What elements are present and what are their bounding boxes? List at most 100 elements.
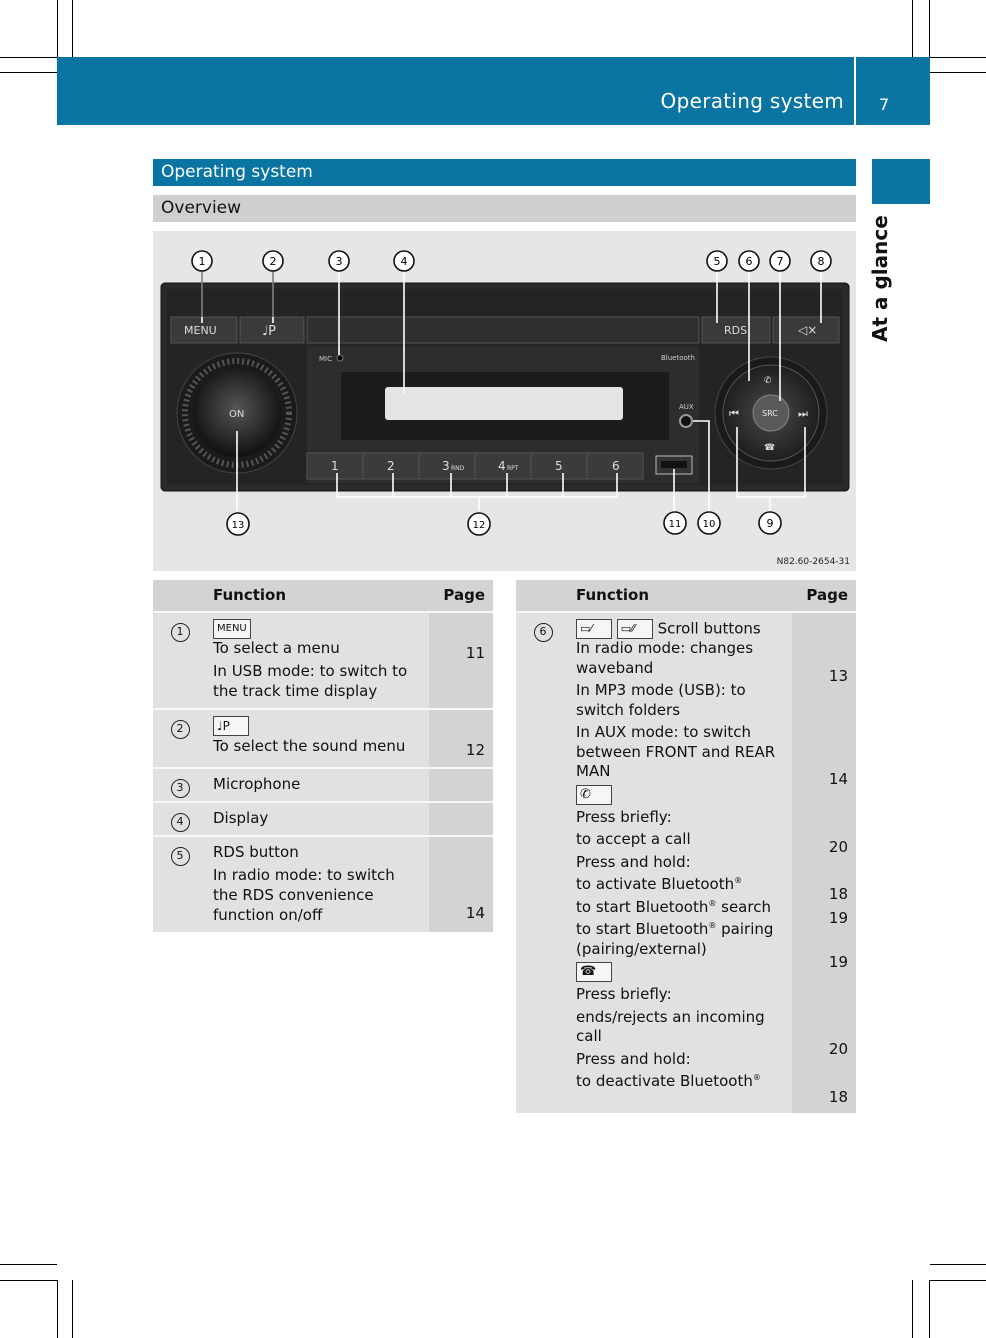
table-header: Function Page [153, 580, 493, 612]
svg-text:4: 4 [401, 255, 408, 268]
page-number: 7 [879, 95, 890, 114]
callout-5: 5 [706, 250, 728, 272]
item-number: 2 [170, 720, 190, 740]
mic-label: MIC [319, 355, 332, 363]
phone-end-key-icon: ☎ [576, 962, 612, 982]
header-function: Function [570, 580, 792, 612]
crop-mark [0, 1264, 57, 1265]
svg-text:✆: ✆ [764, 376, 772, 386]
row-text: RDS button [213, 843, 299, 862]
crop-mark [929, 0, 930, 57]
crop-mark [930, 57, 986, 58]
scroll-down-key-icon: ▭⁄⁄ [616, 619, 653, 639]
preset-5-label: 5 [555, 459, 563, 473]
crop-mark [912, 0, 913, 57]
callout-12: 12 [467, 512, 491, 536]
section-subtitle: Overview [153, 195, 856, 222]
row-text: In MP3 mode (USB): to switch folders [576, 681, 746, 719]
figure-code: N82.60-2654-31 [776, 557, 850, 567]
preset-3-rnd: RND [451, 465, 465, 472]
svg-text:2: 2 [270, 255, 277, 268]
row-text: To select a menu [213, 639, 340, 658]
crop-mark [930, 1280, 986, 1281]
svg-text:7: 7 [777, 255, 784, 268]
svg-text:3: 3 [336, 255, 343, 268]
row-text: Press and hold: [576, 1049, 691, 1068]
row-page: 20 [828, 838, 848, 856]
callout-10: 10 [697, 511, 721, 535]
callout-13: 13 [226, 512, 250, 536]
row-text: In radio mode: to switch the RDS conveni… [213, 866, 395, 924]
crop-mark [72, 1280, 73, 1338]
aux-jack [679, 414, 693, 428]
row-text: Display [213, 809, 269, 828]
item-number: 1 [170, 623, 190, 642]
registered-mark: ® [708, 898, 717, 908]
item-number: 6 [533, 623, 553, 642]
table-row: 2 ♩P To select the sound menu 12 [153, 708, 493, 769]
item-number: 5 [170, 847, 190, 867]
row-page: 11 [465, 644, 485, 662]
callout-3: 3 [328, 250, 350, 272]
preset-1-label: 1 [331, 459, 339, 473]
next-glyph: ⏭ [798, 407, 808, 420]
row-text: ends/rejects an incoming call [576, 1007, 765, 1046]
crop-mark [0, 72, 57, 73]
page-header: Operating system 7 [57, 57, 930, 125]
sound-key-icon: ♩P [213, 716, 249, 737]
callout-8: 8 [810, 250, 832, 272]
crop-mark [0, 57, 57, 58]
row-page: 19 [828, 952, 848, 971]
table-row: 4 Display [153, 801, 493, 837]
preset-2-label: 2 [387, 459, 395, 473]
menu-label: MENU [184, 324, 217, 337]
row-text: to start Bluetooth [576, 920, 709, 938]
row-page: 20 [828, 1040, 848, 1058]
menu-button-shape [170, 316, 238, 344]
function-table-right: Function Page 6 ▭⁄ ▭⁄⁄ Scroll buttons In… [516, 580, 856, 1113]
rds-label: RDS [724, 324, 747, 337]
header-page: Page [792, 580, 856, 612]
svg-text:9: 9 [767, 517, 774, 530]
side-tab-label: At a glance [868, 215, 892, 342]
header-title: Operating system [660, 89, 844, 113]
radio-illustration: MENU ♩P RDS ◁× MIC Bluetooth AUX 1 2 3 R… [160, 250, 850, 536]
svg-text:6: 6 [746, 255, 753, 268]
mute-button-shape [772, 316, 840, 344]
header-page: Page [429, 580, 493, 612]
item-number: 3 [170, 779, 190, 799]
menu-key-icon: MENU [213, 619, 251, 639]
src-button-shape [752, 394, 790, 432]
preset-4-label: 4 [498, 459, 506, 473]
callout-1: 1 [191, 250, 213, 272]
prev-glyph: ⏮ [729, 407, 739, 420]
callout-9: 9 [758, 511, 782, 535]
crop-mark [929, 1280, 930, 1338]
row-text: To select the sound menu [213, 736, 406, 755]
callout-11: 11 [663, 511, 687, 535]
svg-text:☎: ☎ [764, 443, 775, 453]
on-label: ON [229, 409, 244, 420]
row-text: to activate Bluetooth [576, 875, 735, 893]
callout-7: 7 [769, 250, 791, 272]
row-text: pairing (pairing/external) [576, 920, 774, 958]
table-row: 5 RDS button In radio mode: to switch th… [153, 835, 493, 932]
function-table-left: Function Page 1 MENU To select a menu In… [153, 580, 493, 932]
row-text: Press briefly: [576, 985, 672, 1003]
row-page: 13 [828, 667, 848, 685]
svg-text:13: 13 [232, 520, 245, 531]
svg-text:11: 11 [669, 519, 682, 530]
registered-mark: ® [708, 921, 717, 930]
row-text: Press and hold: [576, 852, 691, 871]
row-text: to deactivate Bluetooth [576, 1072, 753, 1090]
preset-3-label: 3 [442, 459, 450, 473]
svg-text:1: 1 [199, 255, 206, 268]
crop-mark [57, 1280, 58, 1338]
crop-mark [930, 1264, 986, 1265]
preset-buttons: 1 2 3 RND 4 RPT 5 6 [306, 452, 644, 480]
callout-2: 2 [262, 250, 284, 272]
scroll-up-key-icon: ▭⁄ [576, 619, 612, 639]
row-page: 14 [828, 769, 848, 788]
src-label: SRC [762, 409, 778, 418]
row-text: search [721, 897, 771, 916]
